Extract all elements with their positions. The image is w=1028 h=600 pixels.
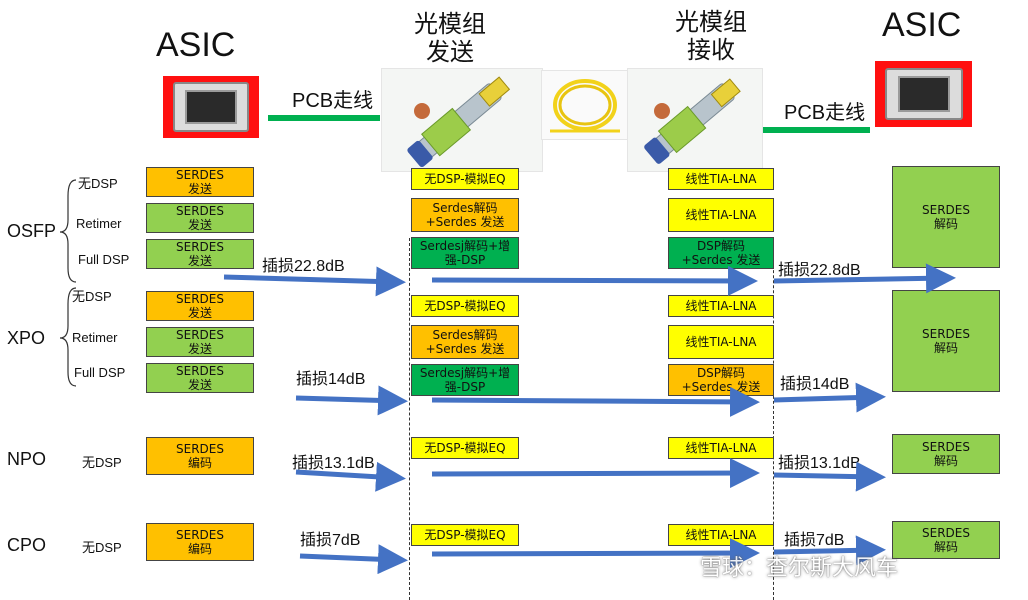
tx-boundary-dashed-line	[409, 238, 410, 600]
osfp-tx-analog-eq: 无DSP-模拟EQ	[411, 168, 519, 190]
npo-arrow-optical	[431, 458, 760, 489]
xpo-tx-serdes-decode: Serdes解码 +Serdes 发送	[411, 325, 519, 359]
osfp-retimer-serdes-tx: SERDES 发送	[146, 203, 254, 233]
osfp-asic-serdes-decode: SERDES 解码	[892, 166, 1000, 268]
rx-boundary-dashed-line	[773, 240, 774, 600]
osfp-rx-dsp-decode: DSP解码 +Serdes 发送	[668, 237, 774, 269]
xpo-asic-serdes-decode: SERDES 解码	[892, 290, 1000, 392]
optical-tx-title: 光模组 发送	[414, 10, 486, 66]
asic-left-chip-image	[163, 76, 259, 138]
npo-loss-right: 插损13.1dB	[778, 455, 861, 472]
osfp-full-dsp-serdes-tx: SERDES 发送	[146, 239, 254, 269]
npo-rx-tia: 线性TIA-LNA	[668, 437, 774, 459]
npo-tx-analog-eq: 无DSP-模拟EQ	[411, 437, 519, 459]
xpo-loss-left: 插损14dB	[296, 371, 366, 388]
npo-serdes-encode: SERDES 编码	[146, 437, 254, 475]
row-label-cpo: CPO	[7, 535, 47, 555]
xpo-sub-retimer: Retimer	[72, 330, 118, 345]
xpo-sub-full-dsp: Full DSP	[74, 365, 126, 380]
row-label-npo: NPO	[7, 449, 47, 469]
xpo-arrow-optical	[431, 386, 760, 417]
cpo-arrow-pcb-tx	[299, 544, 408, 575]
cpo-loss-left: 插损7dB	[300, 532, 361, 549]
xpo-retimer-serdes-tx: SERDES 发送	[146, 327, 254, 357]
cpo-sub-no-dsp: 无DSP	[82, 540, 122, 555]
cpo-asic-serdes-decode: SERDES 解码	[892, 521, 1000, 559]
osfp-sub-retimer: Retimer	[76, 216, 122, 231]
xpo-tx-analog-eq: 无DSP-模拟EQ	[411, 295, 519, 317]
cpo-tx-analog-eq: 无DSP-模拟EQ	[411, 524, 519, 546]
cpo-loss-right: 插损7dB	[784, 532, 845, 549]
osfp-tx-serdes-decode: Serdes解码 +Serdes 发送	[411, 198, 519, 232]
osfp-arrow-pcb-tx	[223, 266, 406, 297]
osfp-rx-tia-no-dsp: 线性TIA-LNA	[668, 168, 774, 190]
pcb-trace-right	[762, 127, 870, 133]
cpo-serdes-encode: SERDES 编码	[146, 523, 254, 561]
optical-rx-module-image	[627, 68, 763, 172]
row-label-osfp: OSFP	[7, 221, 57, 241]
osfp-sub-no-dsp: 无DSP	[78, 176, 118, 191]
npo-arrow-pcb-tx	[295, 461, 406, 492]
xpo-full-dsp-serdes-tx: SERDES 发送	[146, 363, 254, 393]
optical-rx-title: 光模组 接收	[675, 8, 747, 64]
osfp-no-dsp-serdes-tx: SERDES 发送	[146, 167, 254, 197]
xpo-tx-enhanced-dsp: Serdesj解码+增 强-DSP	[411, 364, 519, 396]
optical-tx-module-image	[381, 68, 543, 172]
npo-arrow-pcb-rx	[773, 461, 886, 492]
watermark-text: 雪球：查尔斯大风车	[700, 556, 899, 581]
osfp-sub-full-dsp: Full DSP	[78, 252, 130, 267]
osfp-rx-tia-retimer: 线性TIA-LNA	[668, 198, 774, 232]
osfp-arrow-optical	[431, 265, 758, 296]
xpo-no-dsp-serdes-tx: SERDES 发送	[146, 291, 254, 321]
osfp-loss-left: 插损22.8dB	[262, 258, 345, 275]
xpo-sub-no-dsp: 无DSP	[72, 289, 112, 304]
asic-right-title: ASIC	[882, 6, 962, 44]
xpo-rx-tia-no-dsp: 线性TIA-LNA	[668, 295, 774, 317]
xpo-arrow-pcb-rx	[773, 382, 886, 413]
asic-right-chip-image	[875, 61, 972, 127]
cpo-arrow-optical	[431, 538, 760, 569]
row-label-xpo: XPO	[7, 328, 46, 348]
pcb-trace-left	[268, 115, 380, 121]
npo-asic-serdes-decode: SERDES 解码	[892, 434, 1000, 474]
xpo-loss-right: 插损14dB	[780, 376, 850, 393]
osfp-tx-enhanced-dsp: Serdesj解码+增 强-DSP	[411, 237, 519, 269]
npo-sub-no-dsp: 无DSP	[82, 455, 122, 470]
osfp-arrow-pcb-rx	[773, 263, 956, 294]
npo-loss-left: 插损13.1dB	[292, 455, 375, 472]
pcb-trace-left-label: PCB走线	[292, 90, 374, 112]
xpo-rx-tia-retimer: 线性TIA-LNA	[668, 325, 774, 359]
xpo-arrow-pcb-tx	[295, 385, 408, 416]
asic-left-title: ASIC	[156, 26, 236, 64]
fiber-cable-image	[541, 70, 629, 140]
cpo-arrow-pcb-rx	[773, 535, 886, 566]
pcb-trace-right-label: PCB走线	[784, 102, 866, 124]
row-brace-lines	[59, 179, 77, 387]
osfp-loss-right: 插损22.8dB	[778, 262, 861, 279]
xpo-rx-dsp-decode: DSP解码 +Serdes 发送	[668, 364, 774, 396]
